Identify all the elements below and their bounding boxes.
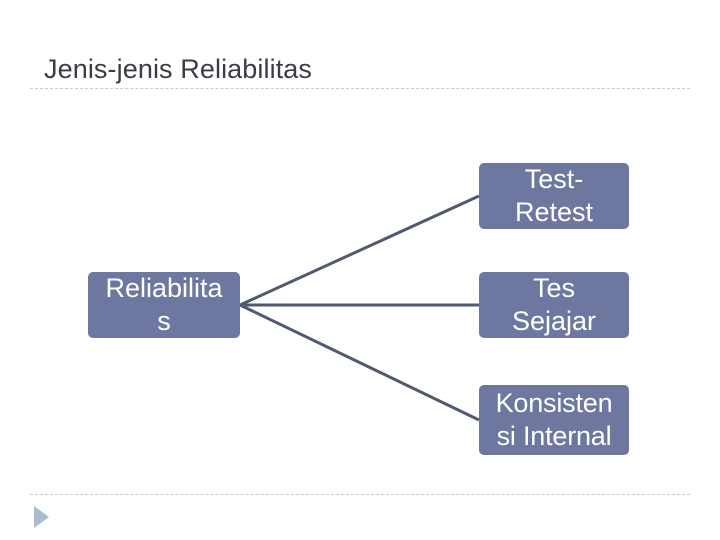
diagram-node-konsistensi-internal-label: Konsisten si Internal <box>495 388 613 451</box>
diagram-node-konsistensi-internal[interactable]: Konsisten si Internal <box>479 385 629 455</box>
connector-line-konsistensi-internal <box>239 303 480 422</box>
diagram-node-tes-sejajar[interactable]: Tes Sejajar <box>479 272 629 338</box>
title-divider-top <box>30 88 690 89</box>
page-title: Jenis-jenis Reliabilitas <box>44 54 313 84</box>
diagram-node-reliabilitas[interactable]: Reliabilita s <box>88 272 240 338</box>
diagram-node-tes-sejajar-label: Tes Sejajar <box>511 273 597 336</box>
footer-divider-bottom <box>30 494 690 495</box>
diagram-node-test-retest-label: Test- Retest <box>514 164 594 227</box>
diagram-node-reliabilitas-label: Reliabilita s <box>105 273 223 336</box>
play-triangle-icon[interactable] <box>34 506 49 528</box>
connector-line-test-retest <box>239 194 480 307</box>
diagram-node-test-retest[interactable]: Test- Retest <box>479 163 629 229</box>
